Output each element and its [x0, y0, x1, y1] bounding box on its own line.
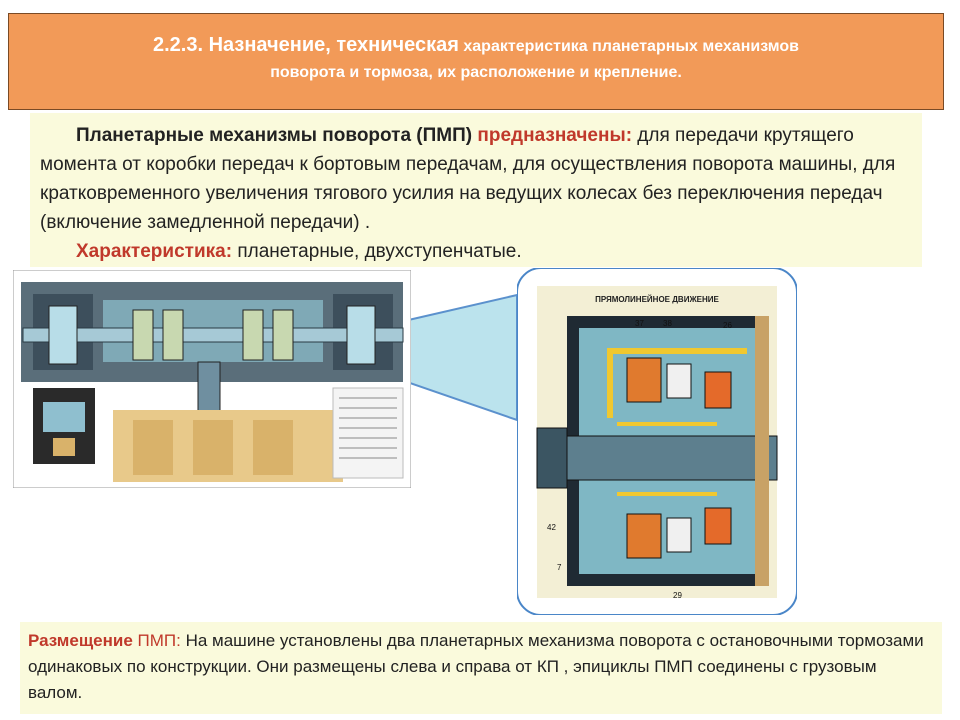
pmp-caption: ПРЯМОЛИНЕЙНОЕ ДВИЖЕНИЕ: [595, 295, 719, 304]
characteristic-text: планетарные, двухступенчатые.: [232, 241, 522, 262]
pmp-section-image: ПРЯМОЛИНЕЙНОЕ ДВИЖЕНИЕ 37 38 26 7 42 29: [517, 268, 797, 615]
callout-29: 29: [673, 591, 682, 600]
placement-text: На машине установлены два планетарных ме…: [28, 631, 924, 702]
callout-26: 26: [723, 321, 732, 330]
characteristic-highlight: Характеристика:: [76, 241, 233, 262]
callout-38: 38: [663, 319, 672, 328]
purpose-box: Планетарные механизмы поворота (ПМП) пре…: [30, 113, 922, 267]
placement-paragraph: Размещение ПМП: На машине установлены дв…: [28, 628, 933, 706]
placement-box: Размещение ПМП: На машине установлены дв…: [20, 622, 942, 714]
title-line-2: поворота и тормоза, их расположение и кр…: [270, 64, 682, 81]
transmission-section-image: [13, 270, 411, 488]
placement-highlight-tail: ПМП:: [132, 631, 181, 650]
purpose-highlight: предназначены:: [477, 125, 633, 146]
callout-37: 37: [635, 319, 644, 328]
title-banner: 2.2.3. Назначение, техническая характери…: [8, 13, 944, 110]
title-rest: характеристика планетарных механизмов: [458, 38, 799, 55]
callout-42: 42: [547, 523, 556, 532]
callout-7: 7: [557, 563, 562, 572]
purpose-text: для передачи крутящего момента от коробк…: [40, 125, 896, 233]
title-number: 2.2.3. Назначение, техническая: [152, 34, 459, 56]
purpose-label: Планетарные механизмы поворота (ПМП): [76, 125, 473, 146]
title-line-1: 2.2.3. Назначение, техническая характери…: [9, 34, 943, 57]
purpose-paragraph: Планетарные механизмы поворота (ПМП) пре…: [40, 121, 915, 266]
placement-highlight-word: Размещение: [28, 631, 133, 650]
